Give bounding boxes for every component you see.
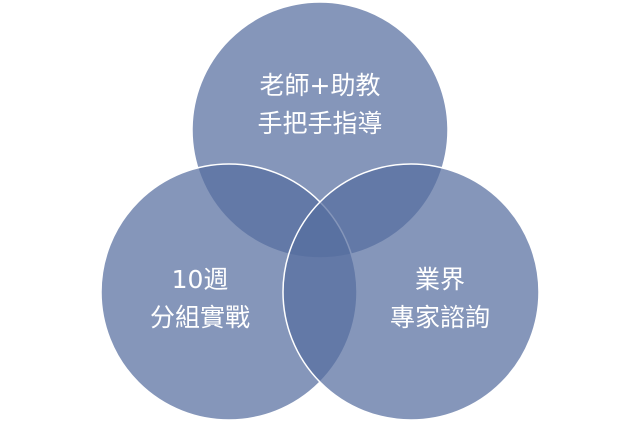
venn-label-right-line-1: 業界 bbox=[414, 265, 465, 294]
venn-label-top: 老師+助教 手把手指導 bbox=[220, 67, 420, 143]
venn-circle-right bbox=[282, 163, 540, 421]
venn-label-left-line-1: 10週 bbox=[171, 265, 229, 294]
venn-label-left-line-2: 分組實戰 bbox=[149, 303, 250, 332]
venn-label-top-line-1: 老師+助教 bbox=[259, 71, 381, 100]
venn-label-top-line-2: 手把手指導 bbox=[257, 109, 383, 138]
venn-label-right-line-2: 專家諮詢 bbox=[389, 303, 490, 332]
venn-label-left: 10週 分組實戰 bbox=[100, 261, 300, 337]
venn-label-right: 業界 專家諮詢 bbox=[340, 261, 540, 337]
